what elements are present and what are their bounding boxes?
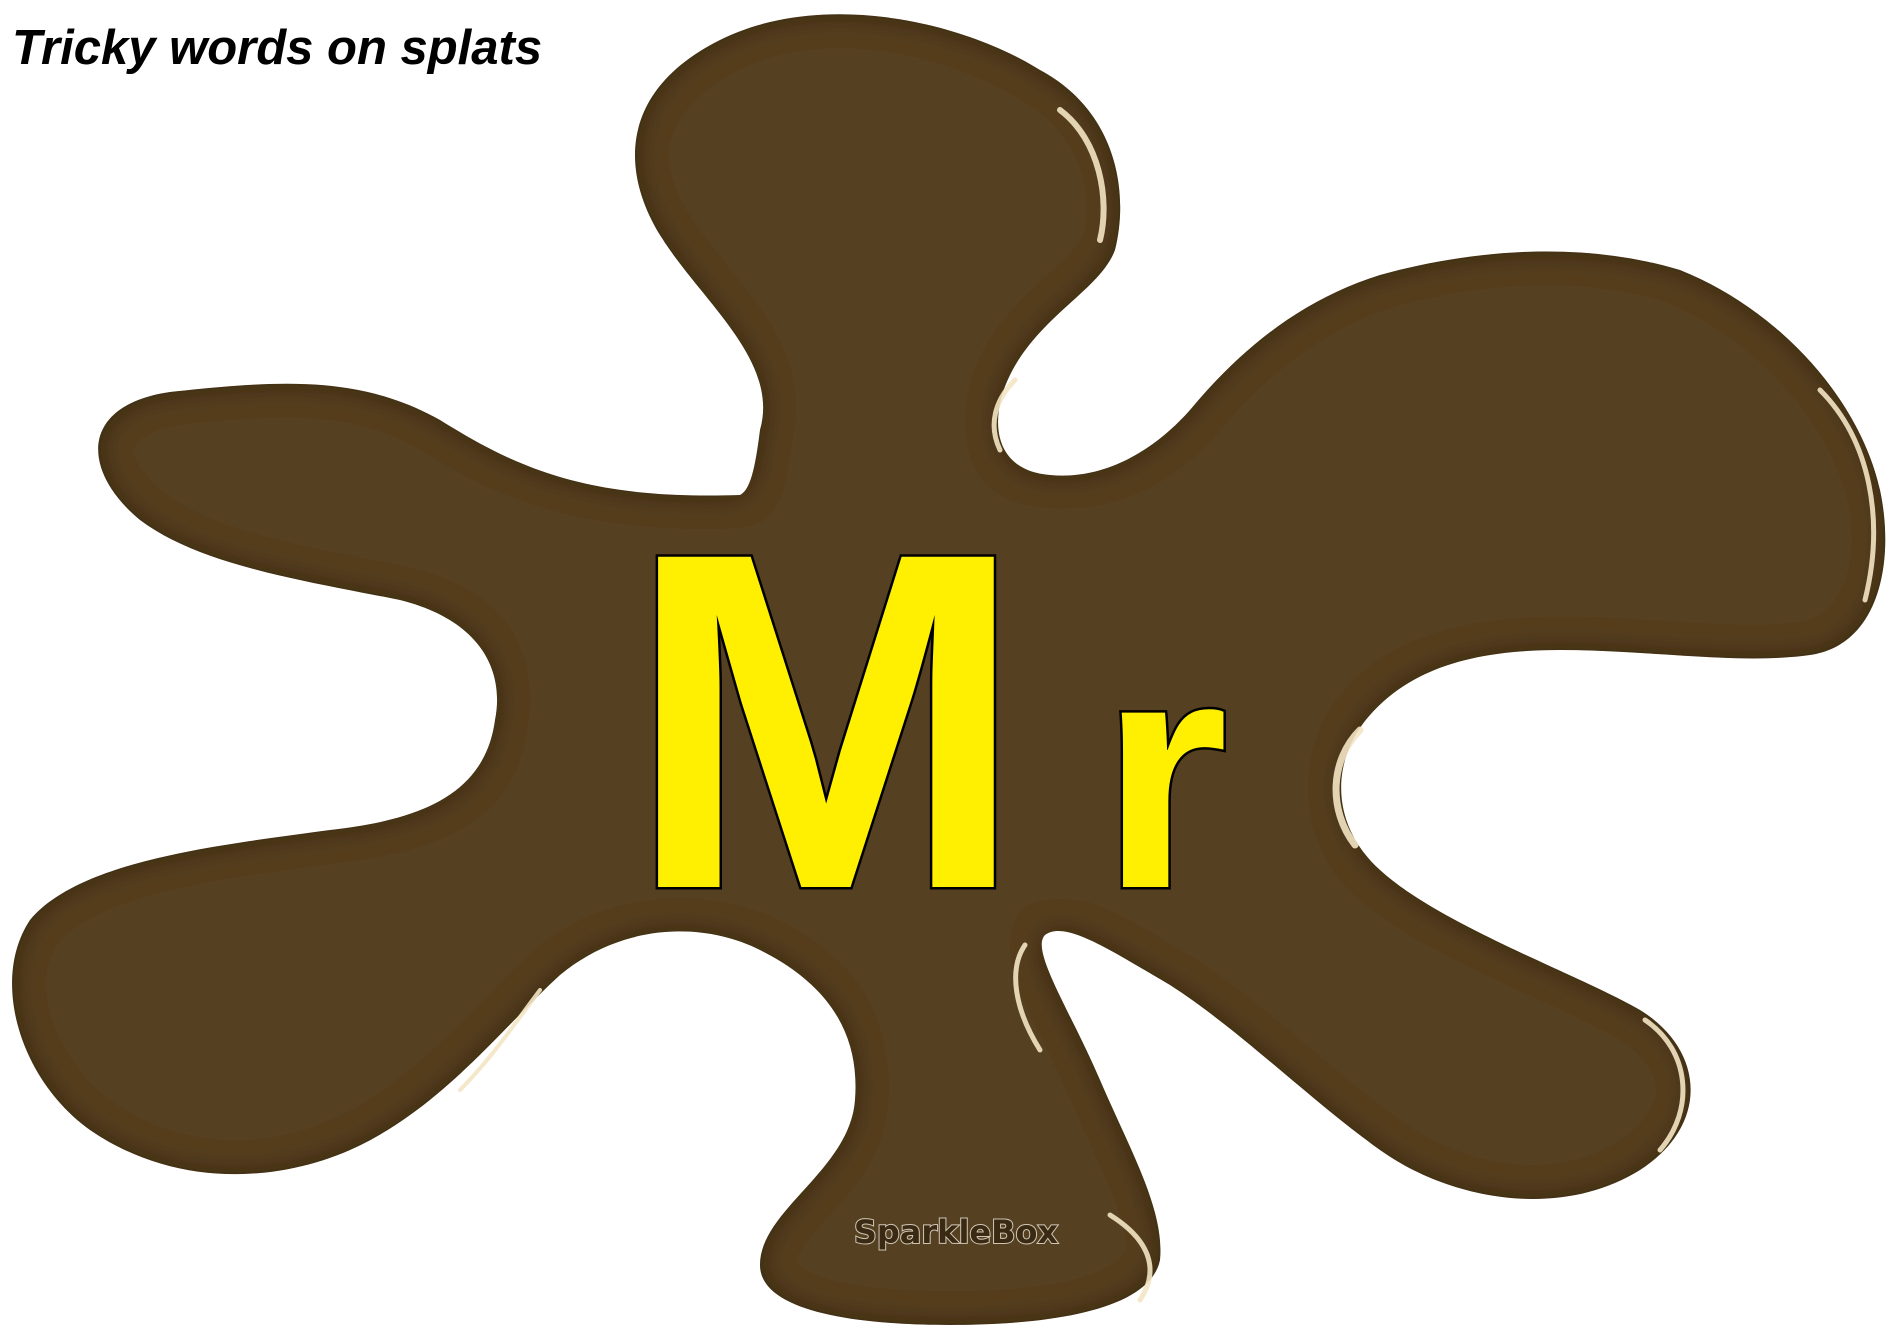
word-first-letter: M bbox=[626, 452, 1026, 989]
splat-highlights bbox=[458, 107, 1876, 1303]
splat-shape bbox=[12, 14, 1886, 1326]
highlight-bottom-lobe bbox=[1107, 1212, 1153, 1303]
highlight-left-arm bbox=[458, 988, 542, 1092]
highlight-inner-notch bbox=[991, 377, 1018, 453]
sparklebox-watermark: SparkleBox bbox=[854, 1213, 1059, 1251]
highlight-right-lobe bbox=[1817, 387, 1876, 603]
page-title: Tricky words on splats bbox=[12, 21, 543, 75]
highlight-right-notch bbox=[1332, 726, 1364, 849]
highlight-bottom-right bbox=[1642, 1017, 1686, 1153]
word-rest-letters: r bbox=[1100, 588, 1228, 957]
highlight-top-right bbox=[1057, 107, 1107, 243]
highlight-bottom-notch bbox=[1013, 942, 1043, 1053]
